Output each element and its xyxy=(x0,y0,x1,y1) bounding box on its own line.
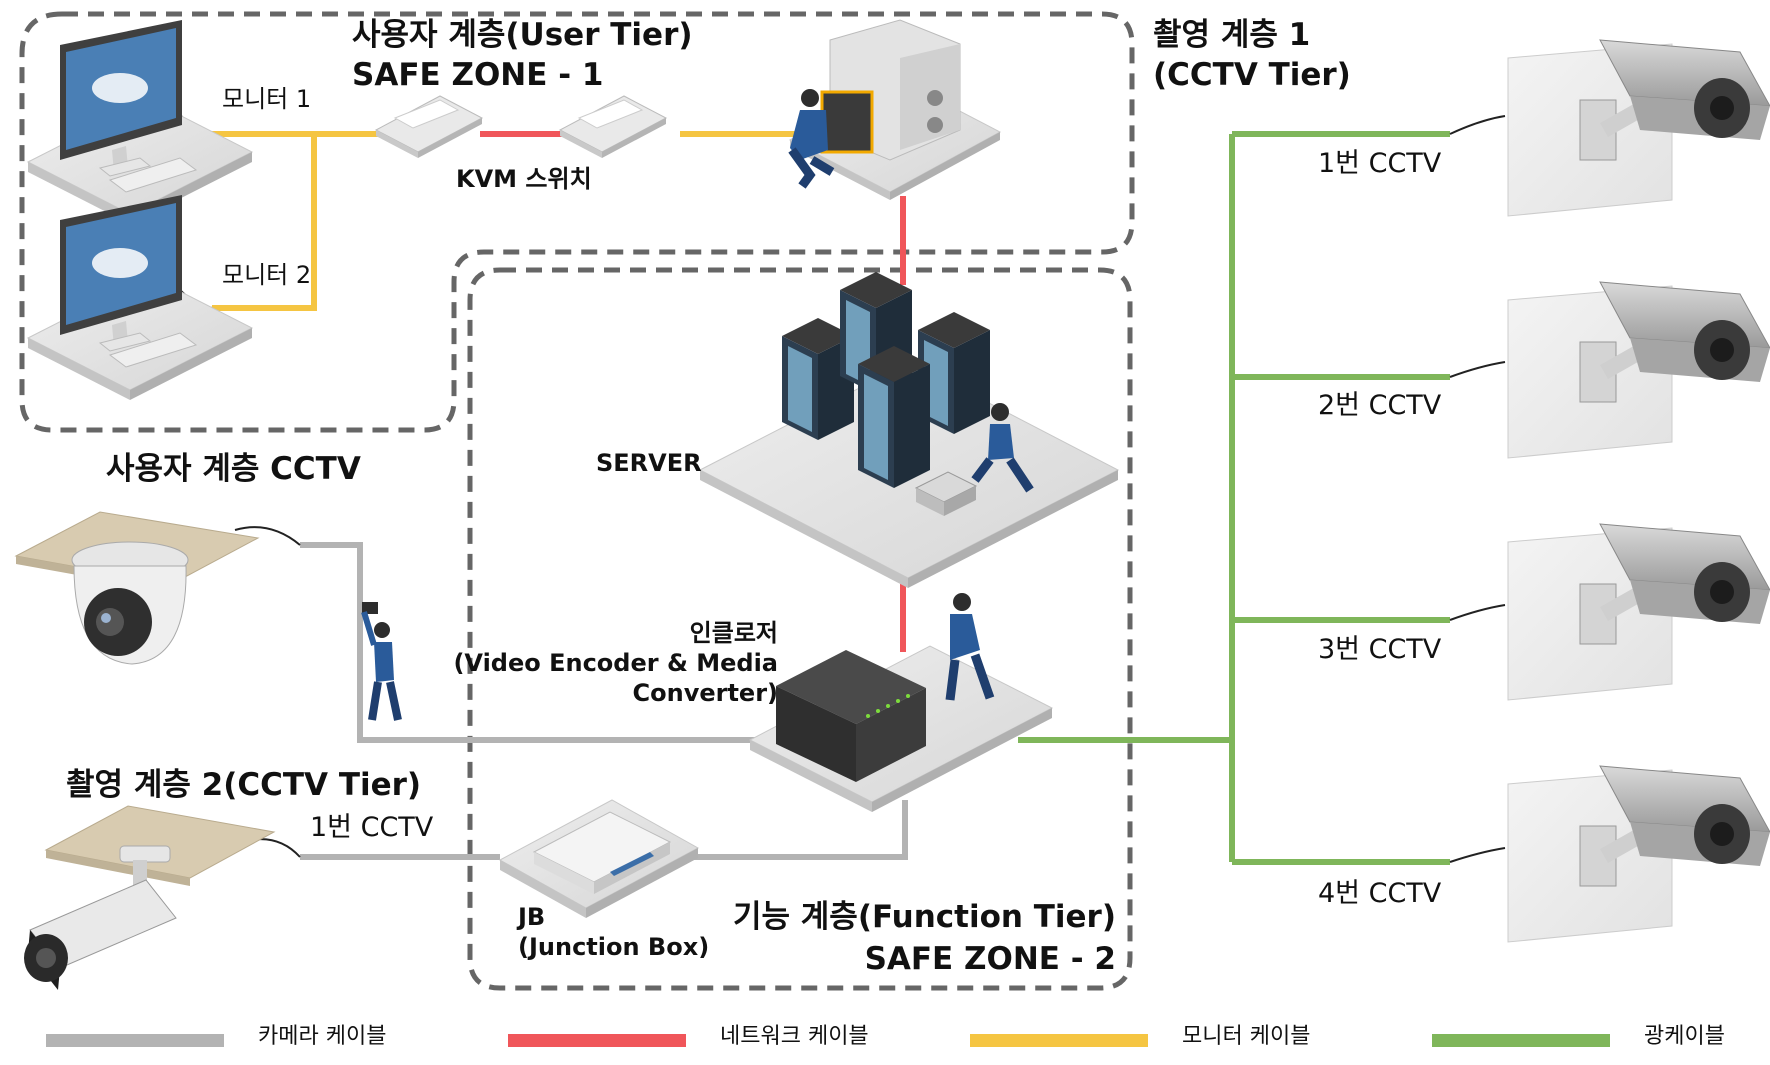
cctv-label-3: 3번 CCTV xyxy=(1318,634,1442,665)
wall-cctv-3 xyxy=(1507,523,1770,701)
user-tier-title: 사용자 계층(User Tier) xyxy=(352,17,693,53)
dome-camera xyxy=(14,511,260,665)
cctv-label-1: 1번 CCTV xyxy=(1318,148,1442,179)
server-cluster xyxy=(698,272,1120,588)
function-tier-zone: SAFE ZONE - 2 xyxy=(864,941,1116,977)
legend-label-camera: 카메라 케이블 xyxy=(258,1024,387,1049)
technician-pole xyxy=(361,602,402,721)
network-cables xyxy=(480,131,906,652)
legend-swatch-monitor xyxy=(970,1034,1148,1047)
user-tier-cctv-title: 사용자 계층 CCTV xyxy=(106,451,361,487)
function-tier-title: 기능 계층(Function Tier) xyxy=(732,899,1116,935)
bullet-camera-tier2 xyxy=(24,805,276,990)
zone-border-function-tier xyxy=(467,267,1133,991)
wall-cctv-1 xyxy=(1507,39,1770,217)
legend-label-fiber: 광케이블 xyxy=(1644,1024,1725,1049)
zone-border-user-tier xyxy=(19,11,1135,433)
monitor-2-label: 모니터 2 xyxy=(222,261,312,289)
server-cabinet xyxy=(788,19,1002,200)
cctv-label-2: 2번 CCTV xyxy=(1318,390,1442,421)
wall-cctv-4 xyxy=(1507,765,1770,943)
kvm-unit-1 xyxy=(374,95,484,158)
computer-monitor-2 xyxy=(26,195,254,400)
capture-tier-1-title: 촬영 계층 1 xyxy=(1153,17,1311,53)
junction-box xyxy=(498,799,700,918)
wall-cctv-2 xyxy=(1507,281,1770,459)
cctv-label-4: 4번 CCTV xyxy=(1318,878,1442,909)
enclosure-label-2: (Video Encoder & Media xyxy=(453,649,778,677)
computer-monitor-1 xyxy=(26,20,254,224)
camera-cables xyxy=(300,542,908,860)
fiber-cables xyxy=(1018,131,1450,865)
server-rack-3 xyxy=(918,312,990,434)
legend-swatch-network xyxy=(508,1034,686,1047)
user-tier-zone: SAFE ZONE - 1 xyxy=(352,57,604,93)
jb-label-2: (Junction Box) xyxy=(518,933,710,961)
legend-swatch-fiber xyxy=(1432,1034,1610,1047)
enclosure-label-1: 인클로저 xyxy=(689,619,778,647)
legend-label-monitor: 모니터 케이블 xyxy=(1182,1024,1311,1049)
jb-label-1: JB xyxy=(518,903,546,931)
enclosure-device xyxy=(748,593,1054,812)
tier2-cctv-label: 1번 CCTV xyxy=(310,812,434,843)
legend-swatch-camera xyxy=(46,1034,224,1047)
legend-swatches xyxy=(46,1034,1610,1047)
server-rack-4 xyxy=(858,346,930,488)
server-label: SERVER xyxy=(596,449,702,477)
enclosure-label-3: Converter) xyxy=(632,679,779,707)
kvm-switch-label: KVM 스위치 xyxy=(456,165,592,193)
kvm-unit-2 xyxy=(558,95,668,158)
capture-tier-2-title: 촬영 계층 2(CCTV Tier) xyxy=(66,767,422,803)
legend-label-network: 네트워크 케이블 xyxy=(720,1024,869,1049)
capture-tier-1-subtitle: (CCTV Tier) xyxy=(1153,57,1351,93)
monitor-1-label: 모니터 1 xyxy=(222,85,312,113)
